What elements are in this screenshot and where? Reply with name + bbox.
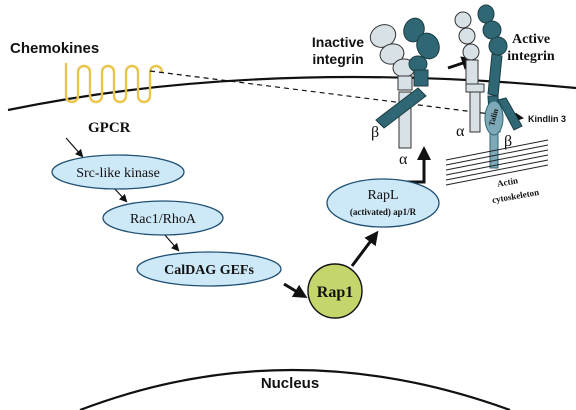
node-src-like-kinase: Src-like kinase [51, 154, 185, 190]
arrow-src-to-rac [113, 187, 128, 203]
active-beta-label: β [504, 133, 512, 150]
node-rapl-subtitle: (activated) ap1/R [350, 207, 417, 217]
active-integrin-label-2: integrin [507, 49, 555, 64]
actin-label-1: Actin [496, 175, 518, 188]
arrow-caldag-to-rap1 [283, 282, 308, 299]
node-rac-label: Rac1/RhoA [130, 212, 197, 227]
nucleus-outline [79, 368, 511, 410]
arrow-gpcr-to-src [65, 137, 84, 158]
active-alpha-label: α [456, 123, 465, 140]
active-integrin-label-1: Active [512, 32, 550, 47]
node-src-label: Src-like kinase [76, 166, 160, 181]
node-caldag-gefs: CalDAG GEFs [136, 251, 282, 287]
gpcr-receptor-icon [64, 62, 164, 104]
node-rapl-title: RapL [367, 188, 398, 203]
node-rac1-rhoa: Rac1/RhoA [102, 200, 224, 236]
node-rapl: RapL (activated) ap1/R [326, 178, 440, 228]
actin-label-2: cytoskeleton [491, 187, 540, 205]
arrow-rap1-to-rapl [350, 230, 379, 267]
node-caldag-label: CalDAG GEFs [164, 263, 254, 278]
arrow-rac-to-caldag [163, 233, 180, 252]
kindlin-label: Kindlin 3 [528, 114, 566, 124]
inactive-integrin-label-2: integrin [312, 51, 363, 67]
inactive-integrin-icon [369, 17, 440, 149]
gpcr-label: GPCR [88, 120, 131, 136]
nucleus-label: Nucleus [261, 375, 319, 392]
inactive-integrin-label-1: Inactive [312, 34, 364, 50]
node-rap1-label: Rap1 [317, 284, 353, 301]
node-rap1: Rap1 [307, 263, 363, 319]
actin-filaments [445, 139, 549, 186]
inactive-beta-label: β [371, 124, 379, 141]
inactive-alpha-label: α [399, 151, 408, 168]
talin-icon: Talin [484, 100, 504, 136]
chemokines-label: Chemokines [10, 40, 99, 57]
